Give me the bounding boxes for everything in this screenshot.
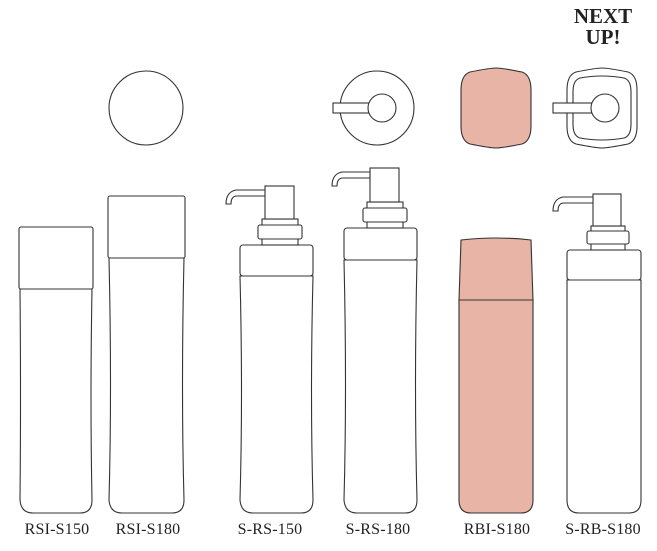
bottle-rsi-s180[interactable] <box>107 195 186 514</box>
bottle-rsi-s150[interactable] <box>18 226 94 514</box>
product-label: S-RB-S180 <box>565 521 641 538</box>
square-pump-top-view <box>552 67 638 149</box>
bottle-s-rb-s180[interactable] <box>552 193 642 514</box>
bottle-s-rs-180[interactable] <box>331 167 418 514</box>
next-up-line2: UP! <box>585 25 621 49</box>
product-label: RBI-S180 <box>463 521 531 538</box>
next-up-line1: NEXT <box>573 4 633 28</box>
product-label: RSI-S150 <box>24 521 90 538</box>
next-up-callout: NEXT UP! <box>548 6 657 48</box>
bottle-rbi-s180[interactable] <box>458 237 534 514</box>
product-label: RSI-S180 <box>115 521 181 538</box>
product-label: S-RS-150 <box>237 521 303 538</box>
product-label: S-RS-180 <box>345 521 411 538</box>
square-cap-top-view[interactable] <box>460 67 532 149</box>
round-pump-top-view <box>332 70 415 146</box>
bottle-s-rs-150[interactable] <box>225 185 314 514</box>
round-cap-top-view <box>108 70 184 146</box>
